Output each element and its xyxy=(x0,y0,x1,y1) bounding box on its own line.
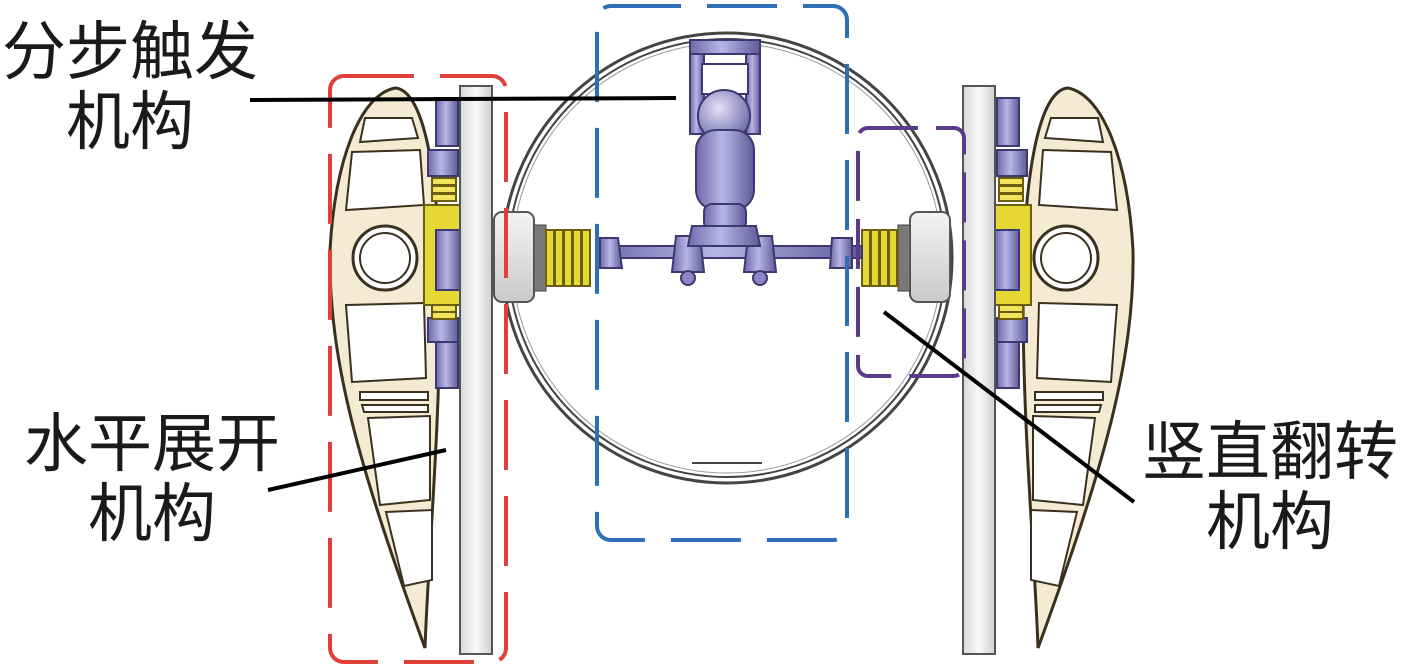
vertical-label-line2: 机构 xyxy=(1206,486,1334,560)
right-drum xyxy=(861,211,951,303)
step-trigger-highlight-box xyxy=(595,4,849,542)
trigger-label-line2: 机构 xyxy=(66,86,194,160)
horizontal-label: 水平展开 机构 xyxy=(22,410,282,550)
right-vertical-bar xyxy=(962,85,996,655)
vertical-leader-line xyxy=(882,310,1136,504)
horizontal-deploy-highlight-box xyxy=(328,74,508,664)
trigger-label-line1: 分步触发 xyxy=(2,16,258,90)
trigger-label: 分步触发 机构 xyxy=(0,18,260,158)
left-vertical-bar xyxy=(459,85,493,655)
step-trigger xyxy=(686,39,762,247)
right-hinge-assembly xyxy=(992,97,1032,389)
vertical-flip-highlight-box xyxy=(856,126,966,378)
horizontal-label-line2: 机构 xyxy=(88,478,216,552)
left-drum xyxy=(493,211,591,303)
right-wing xyxy=(1021,86,1135,649)
horizontal-leader-line xyxy=(267,448,447,492)
left-wing xyxy=(328,86,442,649)
trigger-leader-line xyxy=(249,96,677,102)
vertical-label: 竖直翻转 机构 xyxy=(1140,418,1400,558)
left-hinge-assembly xyxy=(423,97,463,389)
horizontal-label-line1: 水平展开 xyxy=(24,408,280,482)
vertical-label-line1: 竖直翻转 xyxy=(1142,416,1398,490)
